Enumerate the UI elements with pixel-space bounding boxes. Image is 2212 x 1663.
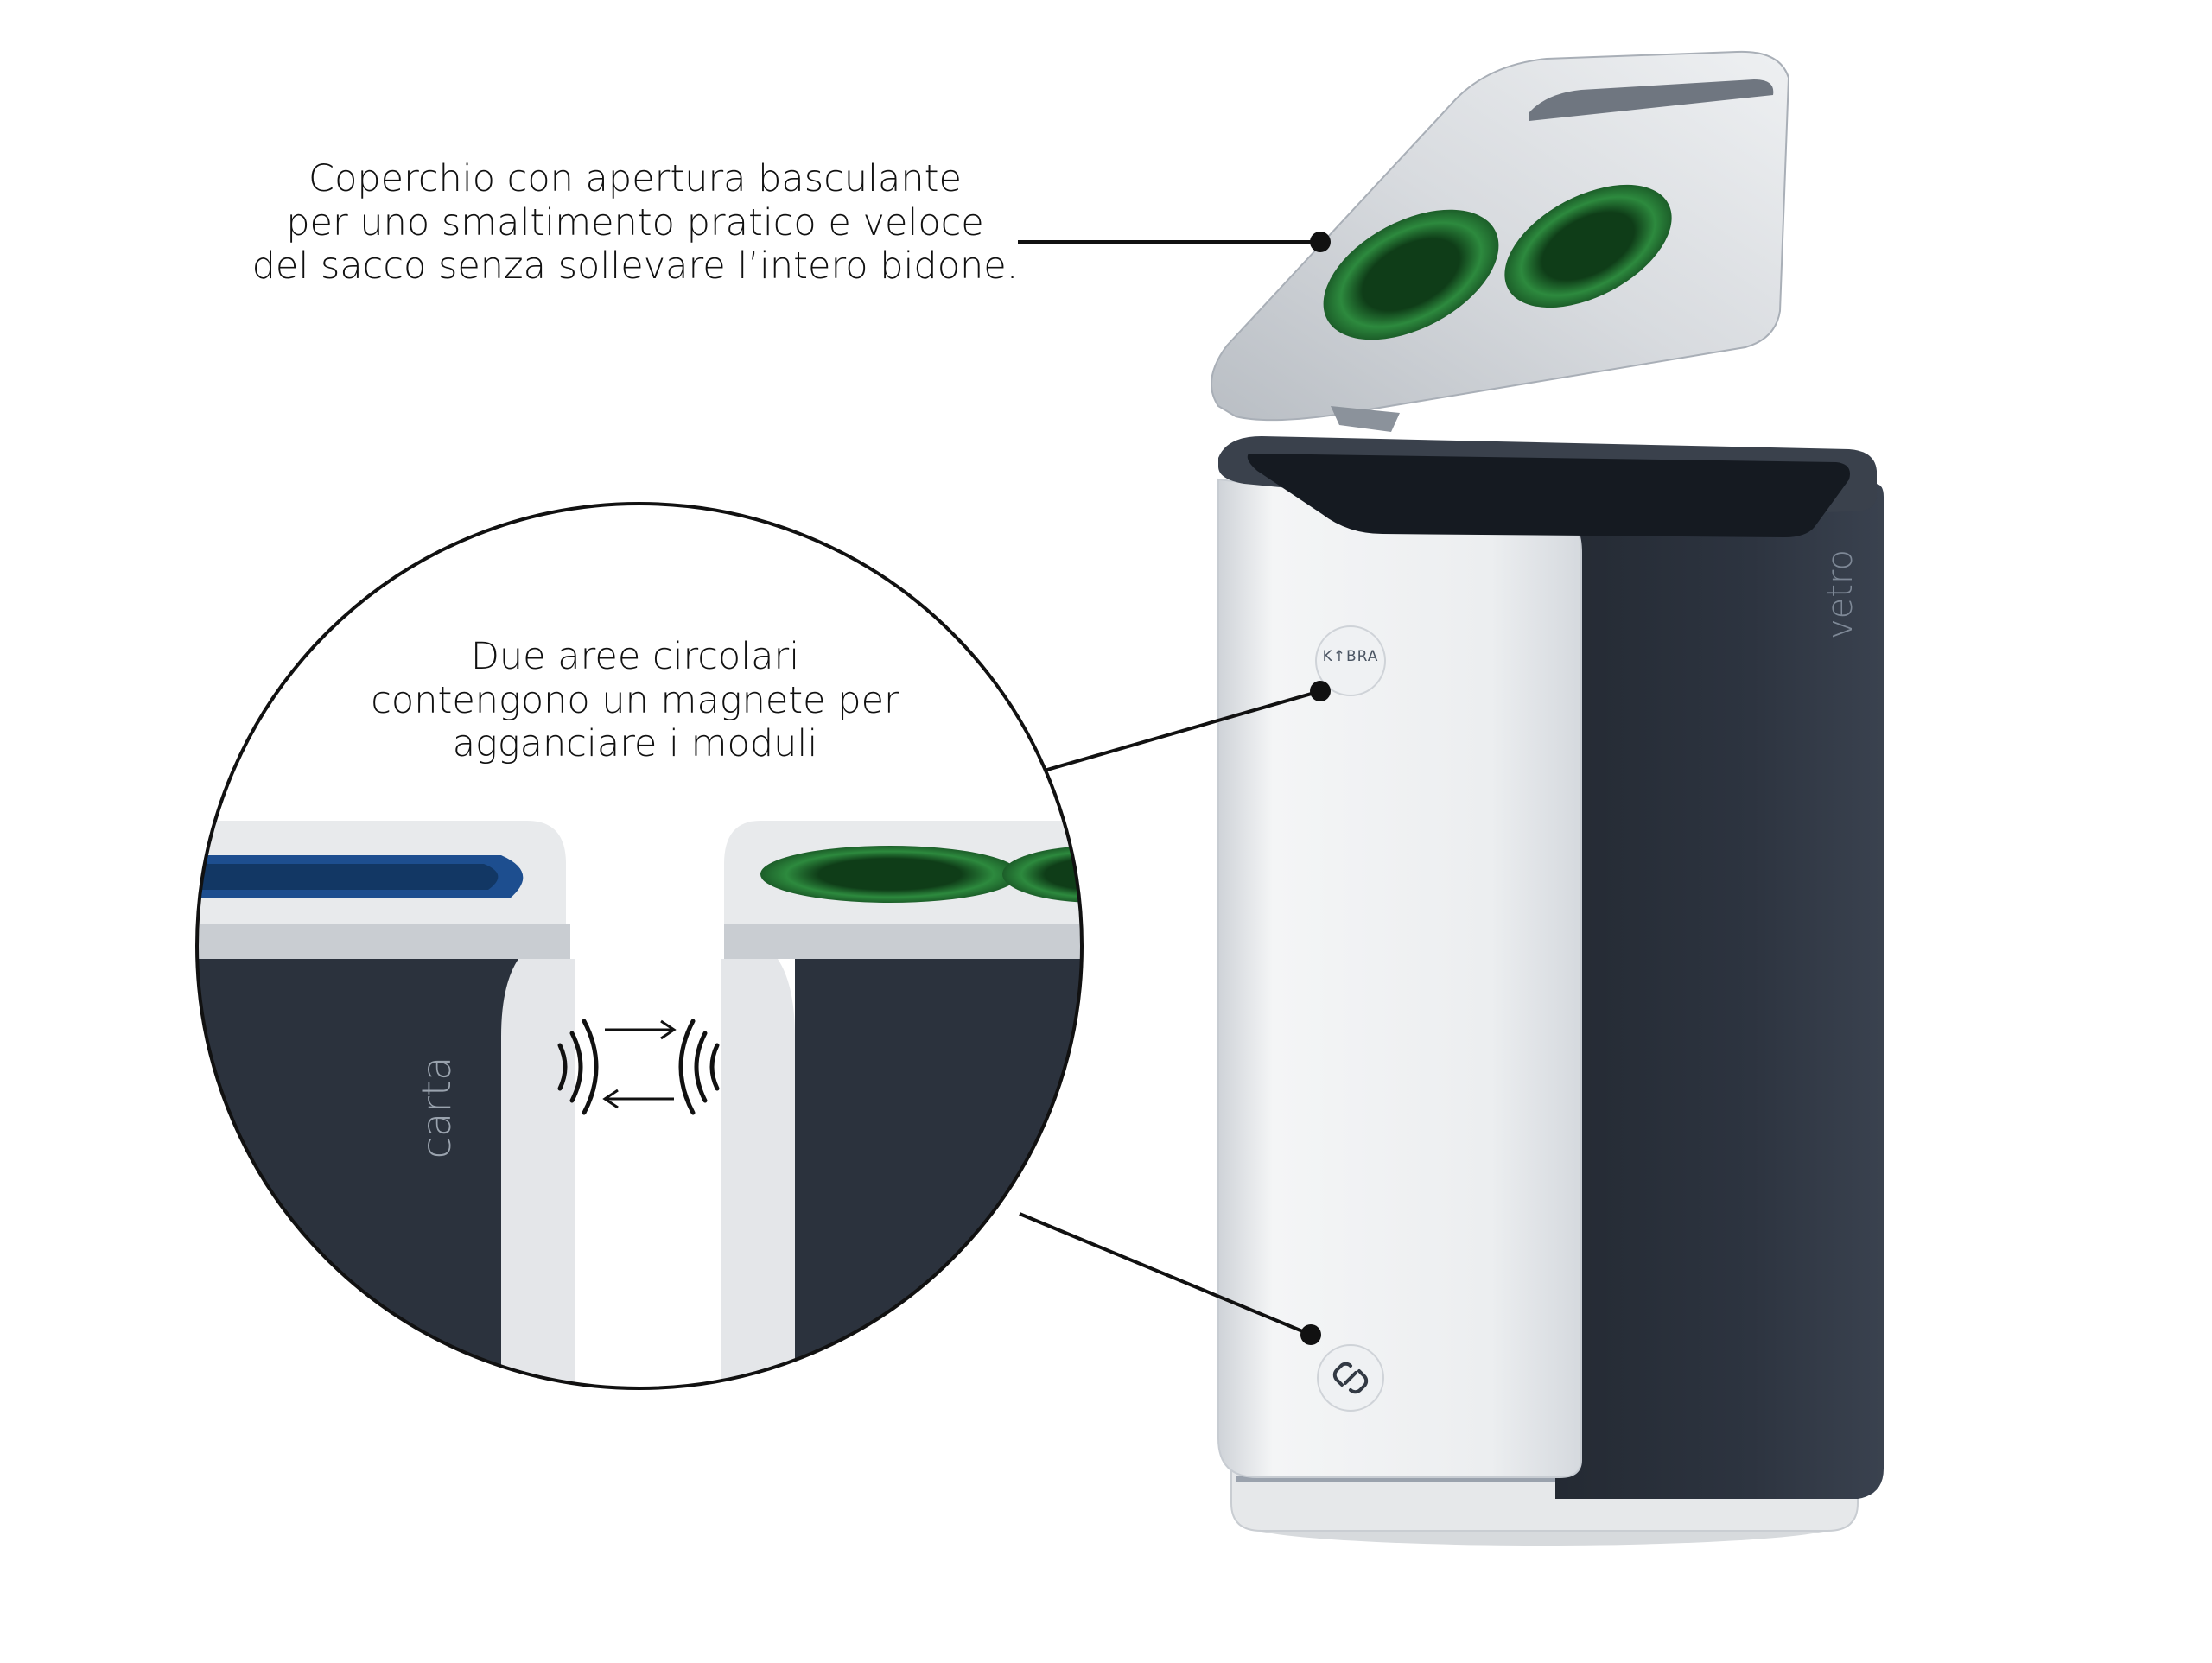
- carta-opening-inner: [197, 864, 499, 890]
- logo-leader-line: [1040, 689, 1321, 773]
- lid-callout-text: Coperchio con apertura basculante per un…: [207, 157, 1063, 289]
- arrow-left-icon: [602, 1089, 674, 1109]
- lid-hole-right: [1504, 184, 1672, 308]
- vetro-bin-label: vetro: [1821, 549, 1860, 640]
- base-groove: [1236, 1476, 1853, 1482]
- link-chain-icon: [1332, 1362, 1369, 1394]
- vetro-rim: [724, 924, 1082, 959]
- lid-leader-dot: [1310, 232, 1331, 252]
- lid-callout-line-1: Coperchio con apertura basculante: [308, 157, 962, 200]
- magnet-callout-line-3: agganciare i moduli: [452, 722, 818, 766]
- bin-dark-panel: [1555, 484, 1884, 1499]
- right-module-vetro: [721, 821, 1082, 1388]
- carta-dark-side: [197, 959, 518, 1388]
- lid-hole-left: [1323, 209, 1499, 340]
- lid-callout-line-2: per uno smaltimento pratico e veloce: [286, 200, 984, 244]
- logo-leader-dot: [1310, 681, 1331, 701]
- bin-opening: [1247, 454, 1850, 537]
- link-leader-line: [1019, 1212, 1312, 1336]
- magnet-callout-line-1: Due aree circolari: [470, 635, 800, 678]
- magnet-callout-line-2: contengono un magnete per: [371, 678, 899, 722]
- lid-surface: [1211, 50, 1790, 422]
- arrow-right-icon: [605, 1019, 677, 1040]
- brand-logo: K↑BRA: [1322, 648, 1379, 665]
- vetro-hole-2: [1002, 846, 1082, 903]
- magnet-callout-text: Due aree circolari contengono un magnete…: [328, 635, 942, 766]
- lid-handle-slot: [1529, 79, 1774, 121]
- bin-white-panel: [1217, 478, 1582, 1478]
- link-leader-dot: [1300, 1324, 1321, 1345]
- main-bin: [1217, 436, 1884, 1546]
- lid-callout-line-3: del sacco senza sollevare l’intero bidon…: [251, 244, 1019, 289]
- bin-lid: [1211, 50, 1790, 432]
- detail-zoom-circle: [195, 502, 1084, 1390]
- vetro-hole-1: [760, 846, 1020, 903]
- callout-leaders: [1018, 240, 1321, 1336]
- left-module-carta: [197, 821, 575, 1388]
- logo-badge: [1315, 625, 1386, 696]
- vetro-white-side: [721, 959, 795, 1388]
- carta-module-label: carta: [413, 1056, 460, 1159]
- lid-hinge: [1331, 406, 1400, 432]
- carta-white-side: [501, 959, 575, 1388]
- zoom-circle-border: [195, 502, 1084, 1390]
- magnetic-field-icon: [557, 1019, 720, 1115]
- carta-rim: [197, 924, 570, 959]
